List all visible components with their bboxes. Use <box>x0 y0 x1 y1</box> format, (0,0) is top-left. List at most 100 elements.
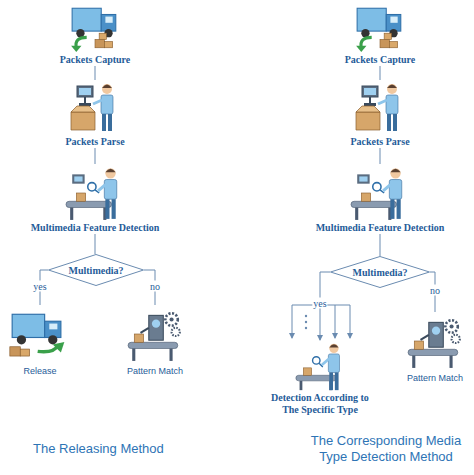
icon-part <box>79 88 91 95</box>
detection-step: Multimedia Feature Detection <box>20 164 170 234</box>
icon-part <box>102 114 106 131</box>
icon-part <box>387 114 391 131</box>
icon-part <box>12 314 44 337</box>
icon-part <box>172 328 180 336</box>
icon-part <box>450 324 454 328</box>
icon-part <box>373 183 381 191</box>
step-label: Detection According to The Specific Type <box>262 392 378 416</box>
icon-part <box>350 305 351 338</box>
icon-part <box>40 2 150 54</box>
icon-part <box>329 344 338 353</box>
icon-part <box>325 2 435 54</box>
icon-part <box>134 334 143 342</box>
icon-part <box>128 342 178 348</box>
icon-part <box>149 315 164 340</box>
pattern-match-step: Pattern Match <box>398 312 472 384</box>
method-caption: The Releasing Method <box>33 441 203 457</box>
icon-part <box>70 208 73 220</box>
icon-part <box>414 341 423 349</box>
icon-part <box>49 324 57 330</box>
icon-part <box>105 169 115 173</box>
icon-part <box>102 84 112 94</box>
decision-diamond: Multimedia? <box>48 254 144 286</box>
step-label: Multimedia Feature Detection <box>300 222 460 234</box>
branch-label: yes <box>32 280 47 291</box>
decision-label: Multimedia? <box>48 254 144 286</box>
icon-part <box>115 305 195 363</box>
parse-icon <box>325 80 435 136</box>
method-caption: The Corresponding Media Type Detection M… <box>300 433 472 465</box>
icon-part <box>20 349 29 356</box>
icon-part <box>112 199 116 219</box>
icon-part <box>357 174 369 183</box>
icon-part <box>429 322 444 347</box>
icon-part <box>101 95 113 114</box>
icon-part <box>40 80 150 136</box>
icon-part <box>384 33 391 39</box>
icon-part <box>450 356 453 368</box>
branch-label: no <box>149 280 161 291</box>
icon-part <box>99 33 106 39</box>
icon-part <box>72 8 101 31</box>
icon-part <box>104 180 116 200</box>
type-detection-step: Detection According to The Specific Type <box>262 340 378 416</box>
icon-part <box>300 381 303 390</box>
icon-part <box>300 164 460 222</box>
icon-part <box>329 373 333 391</box>
icon-part <box>387 85 397 89</box>
icon-part <box>380 39 389 47</box>
icon-part <box>390 17 397 23</box>
icon-part <box>105 199 109 219</box>
icon-part <box>141 328 149 333</box>
icon-part <box>390 168 400 178</box>
pattern-match-step: Pattern Match <box>115 305 195 377</box>
icon-part <box>432 327 440 335</box>
icon-part <box>452 335 460 343</box>
icon-part <box>170 349 173 361</box>
icon-part <box>5 305 75 363</box>
parse-icon <box>40 80 150 136</box>
icon-part <box>17 335 26 344</box>
icon-part <box>305 315 307 329</box>
icon-part <box>152 320 160 328</box>
icon-part <box>108 114 112 131</box>
icon-part <box>48 335 57 344</box>
icon-part <box>71 46 81 52</box>
icon-part <box>292 305 293 338</box>
icon-part <box>357 8 386 31</box>
decision-label: Multimedia? <box>330 256 430 288</box>
icon-part <box>305 321 307 323</box>
icon-part <box>364 88 376 95</box>
icon-part <box>386 95 398 114</box>
step-label: Packets Capture <box>325 54 435 66</box>
icon-part <box>313 357 320 364</box>
flow-connector <box>95 66 96 80</box>
icon-part <box>355 208 358 220</box>
flow-connector <box>380 148 381 164</box>
icon-part <box>305 327 307 329</box>
conv-icon <box>300 164 460 222</box>
icon-part <box>361 193 370 201</box>
icon-part <box>397 199 401 219</box>
icon-part <box>71 112 95 130</box>
icon-part <box>329 344 338 347</box>
step-label: Packets Parse <box>325 136 435 148</box>
release-icon <box>5 305 75 363</box>
icon-part <box>101 14 116 31</box>
icon-part <box>170 317 174 321</box>
flow-connector <box>380 234 381 256</box>
icon-part <box>72 174 84 183</box>
icon-part <box>105 168 115 178</box>
step-label: Packets Capture <box>40 54 150 66</box>
icon-part <box>369 97 371 103</box>
parse-step: Packets Parse <box>40 80 150 148</box>
icon-part <box>412 356 415 368</box>
icon-part <box>387 84 397 94</box>
match-icon <box>398 312 472 370</box>
icon-part <box>53 342 65 352</box>
flow-connector <box>95 148 96 164</box>
icon-part <box>389 42 397 48</box>
step-label: Pattern Match <box>115 366 195 377</box>
icon-part <box>408 349 458 355</box>
